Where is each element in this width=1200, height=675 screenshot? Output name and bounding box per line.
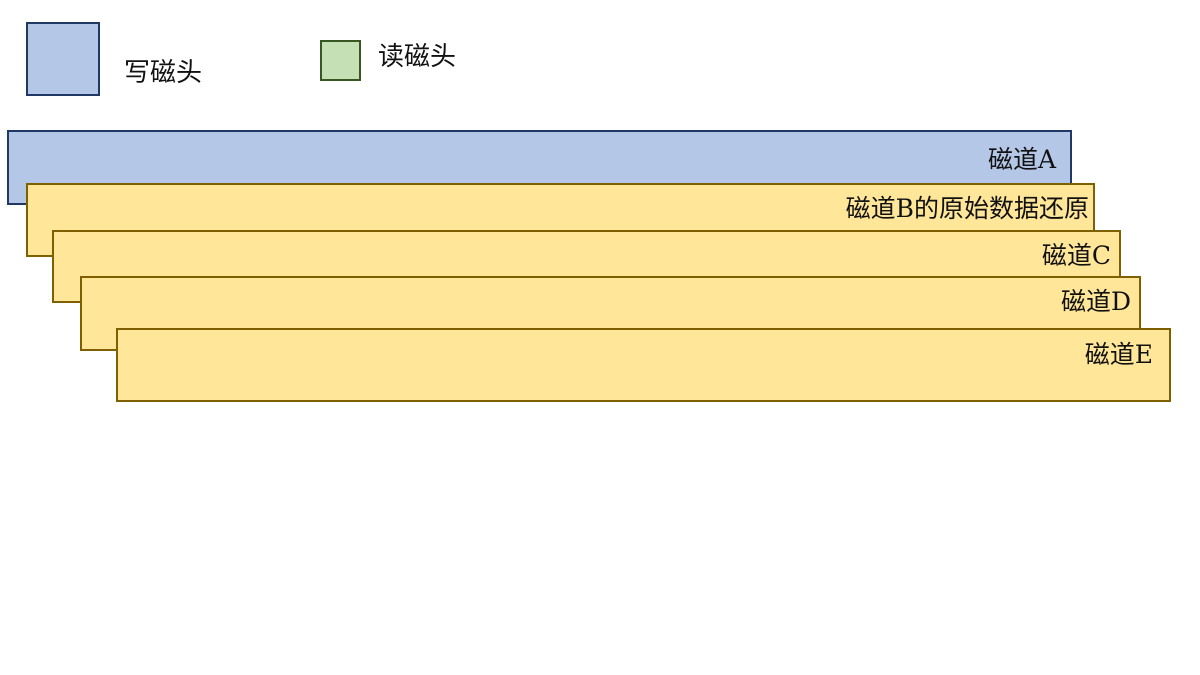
track-e: 磁道E bbox=[116, 328, 1171, 402]
track-a-label: 磁道A bbox=[987, 145, 1056, 174]
read-head-legend-swatch bbox=[320, 40, 361, 81]
read-head-legend-label: 读磁头 bbox=[378, 42, 457, 72]
write-head-legend-swatch bbox=[26, 22, 100, 96]
track-c-label: 磁道C bbox=[1041, 241, 1111, 270]
write-head-legend-label: 写磁头 bbox=[124, 58, 203, 88]
track-b-label: 磁道B的原始数据还原 bbox=[845, 194, 1089, 223]
track-d-label: 磁道D bbox=[1060, 287, 1131, 316]
track-e-label: 磁道E bbox=[1084, 340, 1153, 369]
